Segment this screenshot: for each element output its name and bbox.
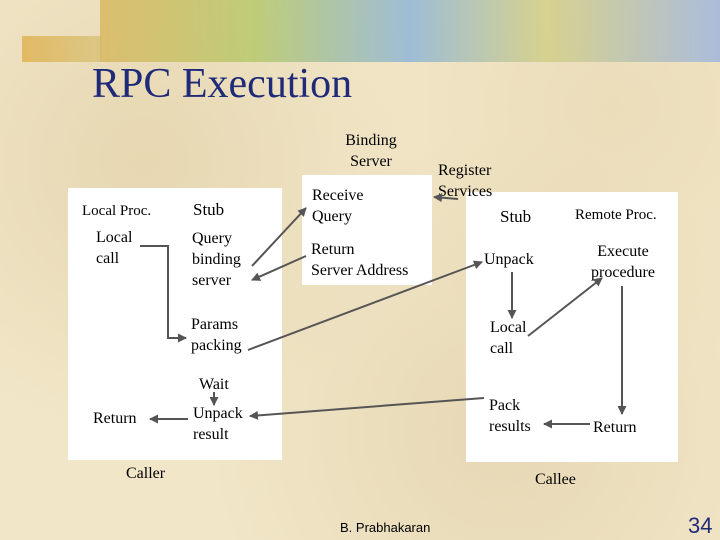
pack-results-line1: Pack	[489, 397, 521, 414]
execute-procedure-line1: Execute	[597, 243, 649, 260]
remote-proc-label: Remote Proc.	[575, 207, 657, 223]
caller-local-call-line1: Local	[96, 229, 133, 246]
query-binding-server-line3: server	[192, 272, 232, 289]
binding-server-box	[302, 175, 432, 285]
arrow-local-call-to-stub	[140, 245, 187, 343]
params-packing-line1: Params	[191, 316, 239, 333]
query-binding-server: Query binding server	[192, 228, 241, 291]
receive-query-line1: Receive	[312, 187, 364, 204]
caller-stub-column	[190, 226, 264, 442]
caller-stub-title: Stub	[193, 200, 225, 219]
callee-local-call-line1: Local	[490, 319, 527, 336]
params-packing-line2: packing	[191, 337, 242, 354]
wait-label: Wait	[199, 376, 229, 393]
local-proc-label: Local Proc.	[82, 203, 152, 219]
callee-stub-title: Stub	[500, 207, 532, 226]
unpack-result: Unpack result	[193, 403, 243, 445]
banner-accent	[22, 36, 102, 62]
query-binding-server-line1: Query	[192, 230, 232, 247]
callee-local-call-line2: call	[490, 340, 514, 357]
query-binding-server-line2: binding	[192, 251, 241, 268]
caller-caption: Caller	[126, 465, 166, 482]
callee-return: Return	[593, 419, 637, 436]
callee-caption: Callee	[535, 471, 576, 488]
params-packing: Params packing	[191, 314, 242, 356]
arrow-pack-results-to-unpack-result	[249, 397, 485, 420]
slide-title: RPC Execution	[92, 61, 353, 107]
caller-return: Return	[93, 410, 137, 427]
author-footer: B. Prabhakaran	[340, 520, 431, 535]
arrow-params-to-unpack	[247, 260, 483, 351]
receive-query-line2: Query	[312, 208, 352, 225]
arrow-server-address-to-stub	[251, 255, 307, 281]
pack-results: Pack results	[489, 395, 531, 437]
page-number: 34	[688, 513, 713, 538]
register-services-line1: Register	[438, 162, 492, 179]
binding-server-title: Binding Server	[340, 130, 402, 172]
register-services: Register Services	[438, 160, 492, 202]
pack-results-line2: results	[489, 418, 531, 435]
arrow-query-to-binding-server	[251, 207, 307, 267]
arrow-register-services	[433, 193, 459, 203]
execute-procedure: Execute procedure	[584, 241, 662, 283]
unpack-result-line1: Unpack	[193, 405, 243, 422]
callee-local-call: Local call	[490, 317, 526, 359]
unpack-result-line2: result	[193, 426, 229, 443]
return-server-address-line2: Server Address	[311, 262, 409, 279]
register-services-line2: Services	[438, 183, 493, 200]
return-server-address: Return Server Address	[311, 239, 408, 281]
execute-procedure-line2: procedure	[591, 264, 655, 281]
caller-local-call: Local call	[96, 227, 132, 269]
binding-server-title-line2: Server	[350, 153, 392, 170]
arrow-local-call-to-execute	[527, 277, 603, 337]
callee-box	[466, 192, 678, 462]
binding-server-title-line1: Binding	[345, 132, 397, 149]
unpack-label: Unpack	[484, 251, 534, 268]
decorative-banner	[100, 0, 720, 62]
receive-query: Receive Query	[312, 185, 364, 227]
caller-local-call-line2: call	[96, 250, 120, 267]
return-server-address-line1: Return	[311, 241, 355, 258]
